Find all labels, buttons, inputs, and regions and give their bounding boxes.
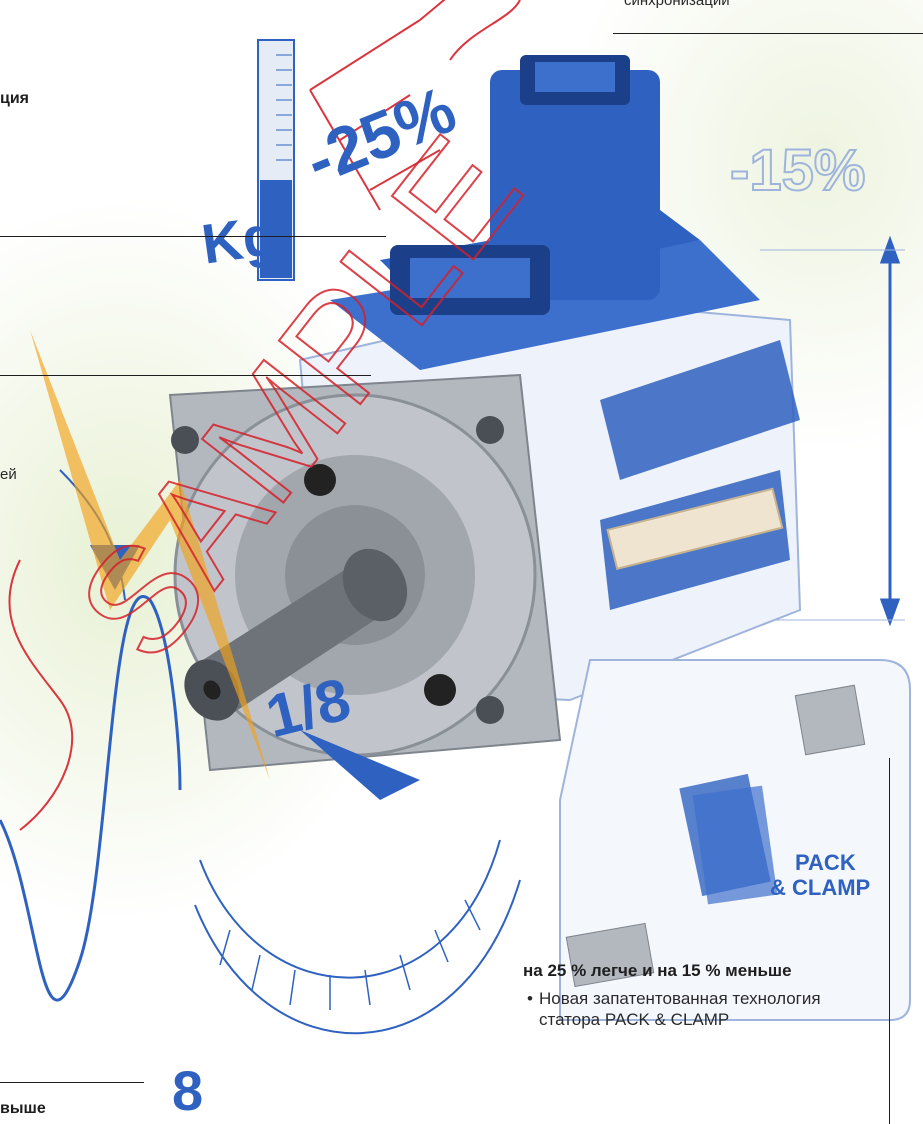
bottom-left-rule	[0, 1082, 144, 1083]
encoder-sine-wave	[0, 595, 182, 1002]
motor-shaft	[184, 548, 408, 721]
left-mid-text-fragment: ей	[0, 466, 17, 483]
weight-label: Kg	[198, 203, 281, 276]
resolution-dial	[194, 730, 521, 1035]
left-heading-fragment: ция	[0, 90, 30, 107]
weight-gauge	[257, 39, 295, 281]
height-dimension-arrow	[760, 235, 905, 627]
top-right-rule	[613, 33, 923, 34]
stator-badge-line1: PACK	[795, 850, 856, 875]
feature-bullet-item: Новая запатентованная технология статора…	[527, 988, 877, 1030]
top-right-text-fragment: синхронизации	[624, 0, 730, 9]
left-rule-2	[0, 375, 371, 376]
scale-number: 8	[172, 1059, 203, 1122]
size-reduction-label: -15%	[730, 138, 865, 203]
stator-badge-line2: & CLAMP	[770, 875, 870, 900]
feature-vertical-rule	[889, 758, 890, 1124]
feature-heading: на 25 % легче и на 15 % меньше	[523, 961, 792, 980]
bottom-left-text-fragment: выше	[0, 1100, 46, 1117]
watermark-sample	[8, 0, 521, 831]
feature-bullet-list: Новая запатентованная технология статора…	[527, 988, 877, 1030]
stator-inset	[559, 659, 911, 1021]
left-rule-1	[0, 236, 386, 237]
